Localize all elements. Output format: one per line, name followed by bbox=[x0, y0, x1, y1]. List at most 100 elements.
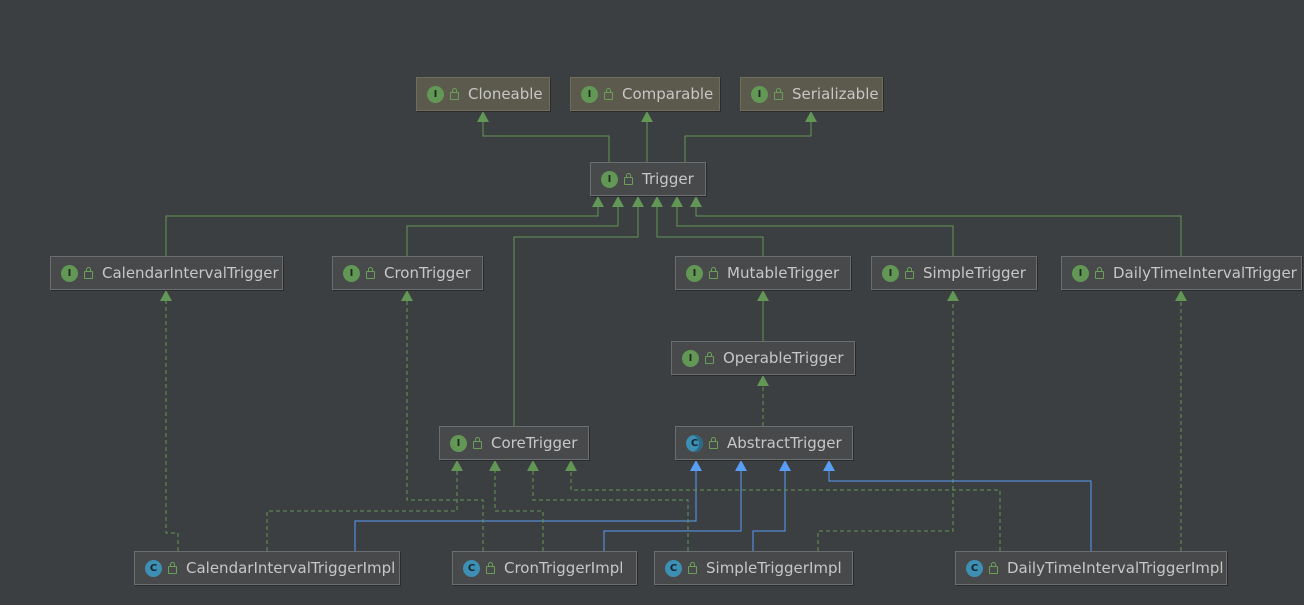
edge-calendar-interval-trigger-impl-to-abstract-trigger bbox=[354, 460, 702, 551]
interface-icon: I bbox=[601, 170, 618, 188]
public-lock-icon bbox=[709, 267, 718, 279]
node-operable-trigger[interactable]: I OperableTrigger bbox=[671, 341, 855, 375]
edge-line bbox=[513, 206, 639, 426]
public-lock-icon bbox=[168, 562, 177, 574]
edge-arrowhead bbox=[632, 196, 644, 207]
interface-icon: I bbox=[682, 349, 699, 367]
node-simple-trigger[interactable]: I SimpleTrigger bbox=[871, 256, 1037, 290]
edge-line bbox=[603, 470, 742, 551]
node-cron-trigger-impl[interactable]: C CronTriggerImpl bbox=[452, 551, 637, 585]
interface-icon: I bbox=[686, 264, 703, 282]
edge-simple-trigger-impl-to-core-trigger bbox=[527, 460, 689, 551]
edge-cron-trigger-impl-to-core-trigger bbox=[489, 460, 544, 551]
node-label: CalendarIntervalTriggerImpl bbox=[186, 559, 396, 577]
edge-arrowhead bbox=[641, 111, 653, 122]
node-label: DailyTimeIntervalTriggerImpl bbox=[1007, 559, 1224, 577]
edge-core-trigger-to-trigger bbox=[513, 196, 644, 426]
edge-arrowhead bbox=[805, 111, 817, 122]
node-cloneable[interactable]: I Cloneable bbox=[416, 77, 550, 111]
edge-arrowhead bbox=[592, 196, 604, 207]
node-label: Trigger bbox=[642, 170, 694, 188]
edge-arrowhead bbox=[401, 290, 413, 301]
public-lock-icon bbox=[604, 88, 613, 100]
edge-simple-trigger-impl-to-abstract-trigger bbox=[752, 460, 791, 551]
edge-line bbox=[165, 206, 599, 256]
edge-line bbox=[828, 470, 1092, 551]
node-label: Comparable bbox=[622, 85, 714, 103]
edge-calendar-interval-trigger-to-trigger bbox=[165, 196, 604, 256]
class-icon: C bbox=[665, 559, 682, 577]
edge-arrowhead bbox=[757, 290, 769, 301]
node-mutable-trigger[interactable]: I MutableTrigger bbox=[675, 256, 851, 290]
node-label: Serializable bbox=[792, 85, 879, 103]
edge-cron-trigger-impl-to-abstract-trigger bbox=[603, 460, 747, 551]
edge-line bbox=[817, 300, 954, 551]
edge-arrowhead bbox=[690, 460, 702, 471]
edge-arrowhead bbox=[823, 460, 835, 471]
public-lock-icon bbox=[989, 562, 998, 574]
edge-line bbox=[752, 470, 786, 551]
public-lock-icon bbox=[705, 352, 714, 364]
interface-icon: I bbox=[1072, 264, 1089, 282]
edge-line bbox=[676, 206, 954, 256]
interface-icon: I bbox=[751, 85, 768, 103]
interface-icon: I bbox=[581, 85, 598, 103]
edge-line bbox=[266, 470, 458, 551]
edge-line bbox=[406, 300, 484, 551]
node-simple-trigger-impl[interactable]: C SimpleTriggerImpl bbox=[654, 551, 853, 585]
edge-line bbox=[494, 470, 544, 551]
node-serializable[interactable]: I Serializable bbox=[740, 77, 883, 111]
edge-calendar-interval-trigger-impl-to-core-trigger bbox=[266, 460, 463, 551]
public-lock-icon bbox=[84, 267, 93, 279]
node-label: DailyTimeIntervalTrigger bbox=[1113, 264, 1297, 282]
node-trigger[interactable]: I Trigger bbox=[590, 162, 706, 196]
public-lock-icon bbox=[688, 562, 697, 574]
public-lock-icon bbox=[709, 437, 718, 449]
interface-icon: I bbox=[427, 85, 444, 103]
edge-mutable-trigger-to-trigger bbox=[651, 196, 764, 256]
public-lock-icon bbox=[450, 88, 459, 100]
public-lock-icon bbox=[1095, 267, 1104, 279]
edge-arrowhead bbox=[489, 460, 501, 471]
edge-line bbox=[406, 206, 619, 256]
node-label: AbstractTrigger bbox=[727, 434, 842, 452]
node-cron-trigger[interactable]: I CronTrigger bbox=[332, 256, 483, 290]
edge-arrowhead bbox=[779, 460, 791, 471]
edge-operable-trigger-to-mutable-trigger bbox=[757, 290, 769, 341]
edge-line bbox=[684, 121, 812, 162]
node-calendar-interval-trigger[interactable]: I CalendarIntervalTrigger bbox=[50, 256, 283, 290]
node-calendar-interval-trigger-impl[interactable]: C CalendarIntervalTriggerImpl bbox=[134, 551, 400, 585]
node-label: Cloneable bbox=[468, 85, 543, 103]
node-core-trigger[interactable]: I CoreTrigger bbox=[439, 426, 589, 460]
node-label: CronTriggerImpl bbox=[504, 559, 624, 577]
edge-arrowhead bbox=[477, 111, 489, 122]
class-icon: C bbox=[145, 559, 162, 577]
edge-arrowhead bbox=[160, 290, 172, 301]
edge-arrowhead bbox=[1175, 290, 1187, 301]
node-daily-time-interval-trigger-impl[interactable]: C DailyTimeIntervalTriggerImpl bbox=[955, 551, 1227, 585]
edge-simple-trigger-impl-to-simple-trigger bbox=[817, 290, 959, 551]
class-icon: C bbox=[966, 559, 983, 577]
edge-abstract-trigger-to-operable-trigger bbox=[757, 375, 769, 426]
edge-arrowhead bbox=[527, 460, 539, 471]
edge-arrowhead bbox=[565, 460, 577, 471]
edge-daily-time-interval-trigger-impl-to-daily-time-interval-trigger bbox=[1175, 290, 1187, 551]
public-lock-icon bbox=[774, 88, 783, 100]
node-label: CalendarIntervalTrigger bbox=[102, 264, 279, 282]
edge-arrowhead bbox=[671, 196, 683, 207]
edge-daily-time-interval-trigger-impl-to-abstract-trigger bbox=[823, 460, 1092, 551]
interface-icon: I bbox=[450, 434, 467, 452]
edge-arrowhead bbox=[947, 290, 959, 301]
interface-icon: I bbox=[61, 264, 78, 282]
node-comparable[interactable]: I Comparable bbox=[570, 77, 720, 111]
node-abstract-trigger[interactable]: C AbstractTrigger bbox=[675, 426, 853, 460]
edge-line bbox=[570, 470, 1001, 551]
edge-arrowhead bbox=[690, 196, 702, 207]
edge-trigger-to-cloneable bbox=[477, 111, 610, 162]
node-daily-time-interval-trigger[interactable]: I DailyTimeIntervalTrigger bbox=[1061, 256, 1302, 290]
edge-cron-trigger-impl-to-cron-trigger bbox=[401, 290, 484, 551]
edge-arrowhead bbox=[651, 196, 663, 207]
class-icon: C bbox=[463, 559, 480, 577]
edge-line bbox=[656, 206, 764, 256]
